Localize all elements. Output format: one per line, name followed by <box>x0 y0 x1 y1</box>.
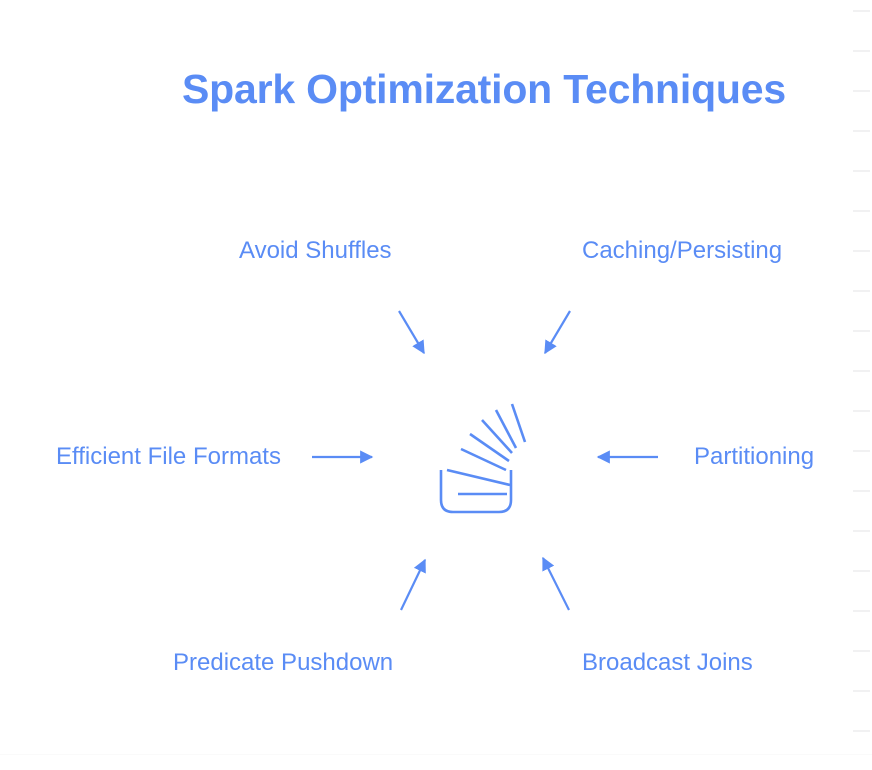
edge-tick <box>853 570 870 572</box>
edge-tick <box>853 210 870 212</box>
edge-tick <box>853 90 870 92</box>
edge-tick <box>853 130 870 132</box>
node-label-efficient-file-formats: Efficient File Formats <box>56 443 281 470</box>
edge-tick <box>853 530 870 532</box>
edge-tick <box>853 330 870 332</box>
edge-tick <box>853 50 870 52</box>
edge-tick <box>853 450 870 452</box>
edge-tick <box>853 610 870 612</box>
edge-tick <box>853 650 870 652</box>
page-title: Spark Optimization Techniques <box>182 66 786 112</box>
edge-tick <box>853 290 870 292</box>
node-label-predicate-pushdown: Predicate Pushdown <box>173 649 394 676</box>
node-label-broadcast-joins: Broadcast Joins <box>582 649 753 676</box>
node-label-avoid-shuffles: Avoid Shuffles <box>239 237 392 264</box>
arrow-predicate-pushdown-to-center <box>400 558 426 611</box>
edge-tick <box>853 10 870 12</box>
edge-tick <box>853 370 870 372</box>
edge-tick <box>853 170 870 172</box>
node-label-caching-persisting: Caching/Persisting <box>582 237 783 264</box>
edge-tick <box>853 730 870 732</box>
edge-tick <box>853 250 870 252</box>
node-label-partitioning: Partitioning <box>694 443 815 470</box>
arrow-broadcast-joins-to-center <box>542 556 570 611</box>
edge-tick <box>853 410 870 412</box>
arrow-avoid-shuffles-to-center <box>398 310 425 355</box>
edge-tick <box>853 690 870 692</box>
bottom-rule <box>0 754 872 755</box>
edge-tick <box>853 490 870 492</box>
arrow-caching-to-center <box>544 310 571 355</box>
databricks-logo-icon <box>439 403 527 514</box>
